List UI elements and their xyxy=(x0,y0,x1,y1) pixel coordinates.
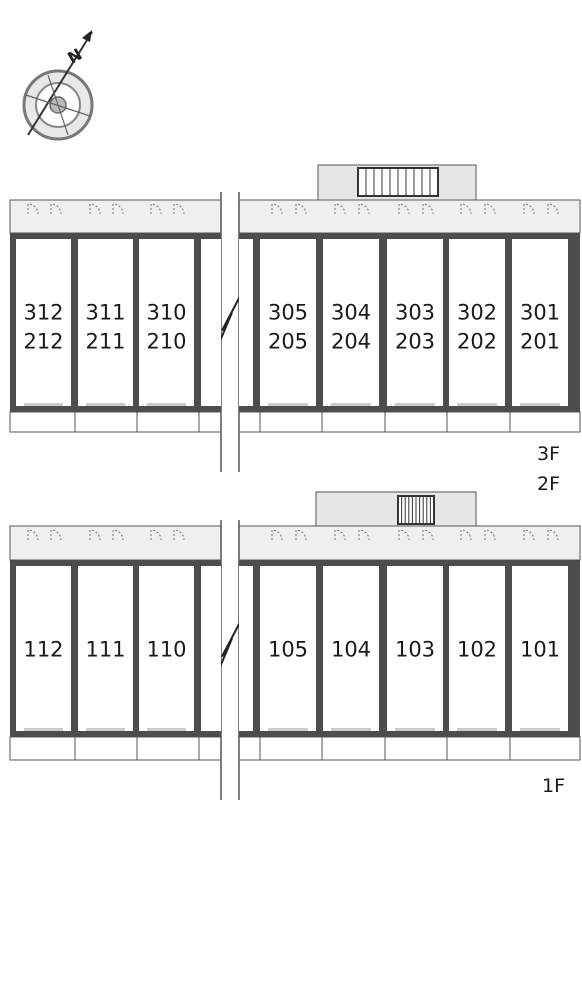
lower-corridor xyxy=(9,525,581,561)
unit-number: 104 xyxy=(331,638,371,662)
unit-number: 101 xyxy=(520,638,560,662)
lower-unit: 105 xyxy=(260,566,316,731)
upper-break-mark xyxy=(215,292,243,351)
unit-number: 210 xyxy=(146,330,186,354)
unit-number: 201 xyxy=(520,330,560,354)
upper-partial-unit xyxy=(201,239,221,406)
lower-break-gap xyxy=(221,520,239,800)
lower-unit: 104 xyxy=(323,566,379,731)
unit-number: 105 xyxy=(268,638,308,662)
upper-partial-unit xyxy=(239,239,253,406)
floor-label-1f: 1F xyxy=(542,775,565,797)
lower-stairs-icon xyxy=(397,495,435,525)
lower-partial-unit xyxy=(239,566,253,731)
unit-number: 205 xyxy=(268,330,308,354)
unit-number: 110 xyxy=(146,638,186,662)
upper-corridor xyxy=(9,199,581,234)
unit-number: 303 xyxy=(395,301,435,325)
ground-floor-block: 112 111 110 105 104 103 102 101 xyxy=(9,491,581,800)
unit-number: 302 xyxy=(457,301,497,325)
unit-number: 103 xyxy=(395,638,435,662)
floor-label-3f: 3F xyxy=(537,443,560,465)
upper-break-gap xyxy=(221,192,239,472)
lower-unit: 101 xyxy=(512,566,568,731)
lower-unit: 112 xyxy=(16,566,71,731)
unit-number: 211 xyxy=(85,330,125,354)
lower-unit: 110 xyxy=(139,566,194,731)
lower-unit: 111 xyxy=(78,566,133,731)
upper-floors-block: 3122123112113102103052053042043032033022… xyxy=(9,164,581,472)
unit-number: 212 xyxy=(23,330,63,354)
unit-number: 304 xyxy=(331,301,371,325)
unit-number: 203 xyxy=(395,330,435,354)
lower-unit: 102 xyxy=(449,566,505,731)
upper-balcony xyxy=(9,411,581,433)
lower-unit: 103 xyxy=(387,566,443,731)
unit-number: 202 xyxy=(457,330,497,354)
floor-label-2f: 2F xyxy=(537,473,560,495)
unit-number: 305 xyxy=(268,301,308,325)
lower-break-mark xyxy=(215,618,243,677)
compass-rose-icon: N xyxy=(22,30,94,141)
unit-number: 312 xyxy=(23,301,63,325)
lower-balcony xyxy=(9,736,581,761)
unit-number: 204 xyxy=(331,330,371,354)
lower-stair-area xyxy=(315,491,477,527)
unit-number: 310 xyxy=(146,301,186,325)
unit-number: 301 xyxy=(520,301,560,325)
upper-stairs-icon xyxy=(357,167,439,197)
unit-number: 112 xyxy=(23,638,63,662)
unit-number: 311 xyxy=(85,301,125,325)
lower-partial-unit xyxy=(201,566,221,731)
unit-number: 102 xyxy=(457,638,497,662)
unit-number: 111 xyxy=(85,638,125,662)
